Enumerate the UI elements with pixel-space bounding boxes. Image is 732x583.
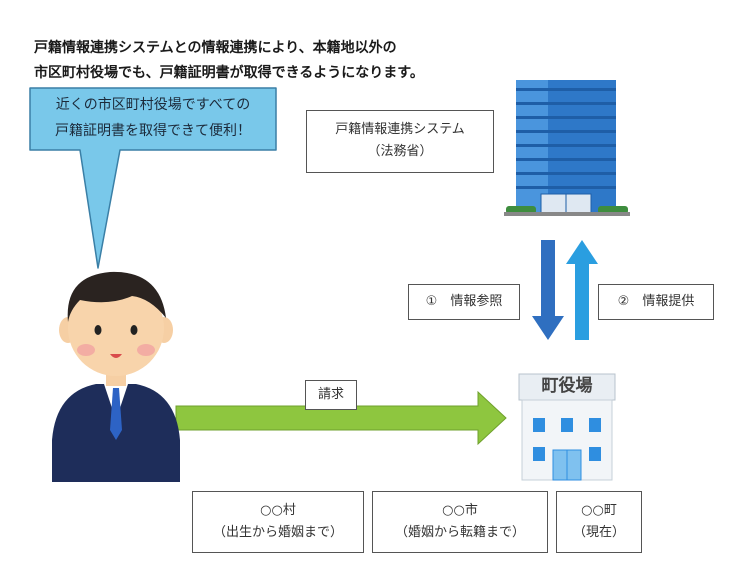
- record-name: ○○市: [442, 503, 478, 518]
- town-hall-sign: 町役場: [541, 376, 593, 396]
- town-hall-illustration: [518, 373, 616, 481]
- record-name: ○○町: [581, 503, 617, 518]
- reference-label: ① 情報参照: [408, 284, 520, 320]
- headline-line-2: 市区町村役場でも、戸籍証明書が取得できるようになります。: [34, 65, 424, 81]
- system-box-subtitle: （法務省）: [367, 144, 433, 159]
- headline: 戸籍情報連携システムとの情報連携により、本籍地以外の 市区町村役場でも、戸籍証明…: [34, 36, 504, 86]
- record-box-village: ○○村 （出生から婚姻まで）: [192, 491, 364, 553]
- record-period: （現在）: [572, 525, 625, 540]
- system-box-title: 戸籍情報連携システム: [335, 122, 465, 137]
- record-box-city: ○○市 （婚姻から転籍まで）: [372, 491, 548, 553]
- arrow-down-icon: [532, 240, 564, 340]
- request-label: 請求: [305, 380, 357, 410]
- person-illustration: [52, 271, 180, 482]
- arrow-up-icon: [566, 240, 598, 340]
- speech-bubble-text: 近くの市区町村役場ですべての 戸籍証明書を取得できて便利！: [36, 92, 270, 144]
- record-box-town: ○○町 （現在）: [556, 491, 642, 553]
- office-building-illustration: [504, 80, 630, 216]
- system-box: 戸籍情報連携システム （法務省）: [306, 110, 494, 173]
- exchange-arrows: [532, 240, 598, 340]
- provision-label: ② 情報提供: [598, 284, 714, 320]
- speech-bubble-line-2: 戸籍証明書を取得できて便利！: [55, 123, 251, 139]
- headline-line-1: 戸籍情報連携システムとの情報連携により、本籍地以外の: [34, 40, 397, 56]
- speech-bubble-line-1: 近くの市区町村役場ですべての: [55, 97, 251, 113]
- record-period: （出生から婚姻まで）: [212, 525, 343, 540]
- record-period: （婚姻から転籍まで）: [394, 525, 525, 540]
- request-arrow: [175, 390, 507, 446]
- speech-bubble: [29, 87, 277, 269]
- record-name: ○○村: [260, 503, 296, 518]
